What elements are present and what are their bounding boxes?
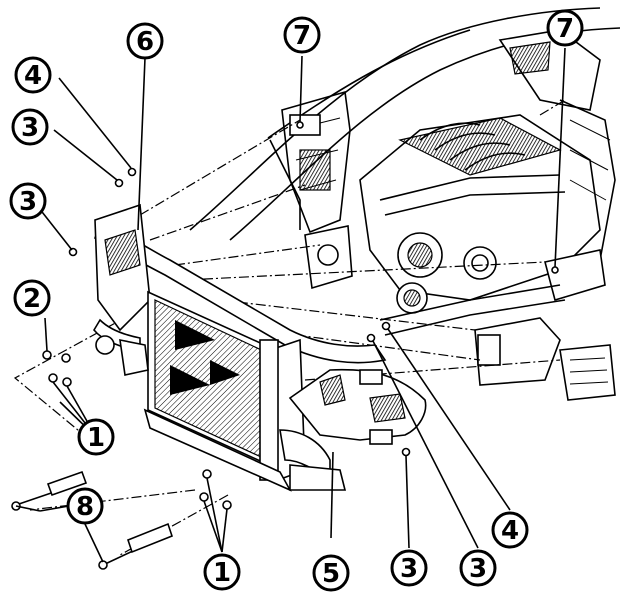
- callout-label: 2: [23, 284, 41, 314]
- screw: [68, 247, 78, 257]
- callout-8: 8: [66, 487, 104, 525]
- stud: [551, 266, 559, 274]
- callout-label: 4: [501, 516, 519, 546]
- bolt-sleeve-lower: [127, 522, 173, 554]
- stud: [296, 121, 304, 129]
- callout-3-left: 3: [9, 182, 47, 220]
- callout-label: 3: [19, 187, 37, 217]
- callout-label: 1: [213, 558, 231, 588]
- bolt: [202, 469, 212, 479]
- engine-bay: [189, 7, 621, 401]
- callout-7-left: 7: [283, 16, 321, 54]
- clip: [127, 167, 137, 177]
- callout-7-right: 7: [546, 9, 584, 47]
- bolt: [222, 500, 232, 510]
- callout-1-lower: 1: [203, 553, 241, 591]
- callout-label: 8: [76, 492, 94, 522]
- callout-2: 2: [13, 279, 51, 317]
- bolt: [48, 373, 58, 383]
- fasteners: [11, 121, 559, 570]
- callout-label: 3: [400, 554, 418, 584]
- screw: [366, 333, 376, 343]
- callout-label: 3: [469, 554, 487, 584]
- bolt: [199, 492, 209, 502]
- callout-label: 1: [87, 423, 105, 453]
- radiator-assembly: [93, 203, 427, 492]
- long-bolt-lower: [102, 549, 136, 566]
- bolt-sleeve-upper: [46, 470, 88, 497]
- callout-label: 7: [293, 21, 311, 51]
- callout-5: 5: [312, 554, 350, 592]
- callout-4-upper: 4: [14, 56, 52, 94]
- callout-label: 7: [556, 14, 574, 44]
- callout-3-bottom: 3: [390, 549, 428, 587]
- bolt: [61, 353, 71, 363]
- bolt: [62, 377, 72, 387]
- callout-label: 4: [24, 61, 42, 91]
- callout-1: 1: [77, 418, 115, 456]
- callout-label: 3: [21, 113, 39, 143]
- callout-3-bottom-right: 3: [459, 549, 497, 587]
- callout-3-upper: 3: [11, 108, 49, 146]
- screw: [114, 178, 124, 188]
- callout-6: 6: [126, 22, 164, 60]
- screw: [401, 447, 411, 457]
- clip: [381, 321, 391, 331]
- callout-label: 5: [322, 559, 340, 589]
- callout-label: 6: [136, 27, 154, 57]
- bolt: [42, 350, 52, 360]
- callout-4-right: 4: [491, 511, 529, 549]
